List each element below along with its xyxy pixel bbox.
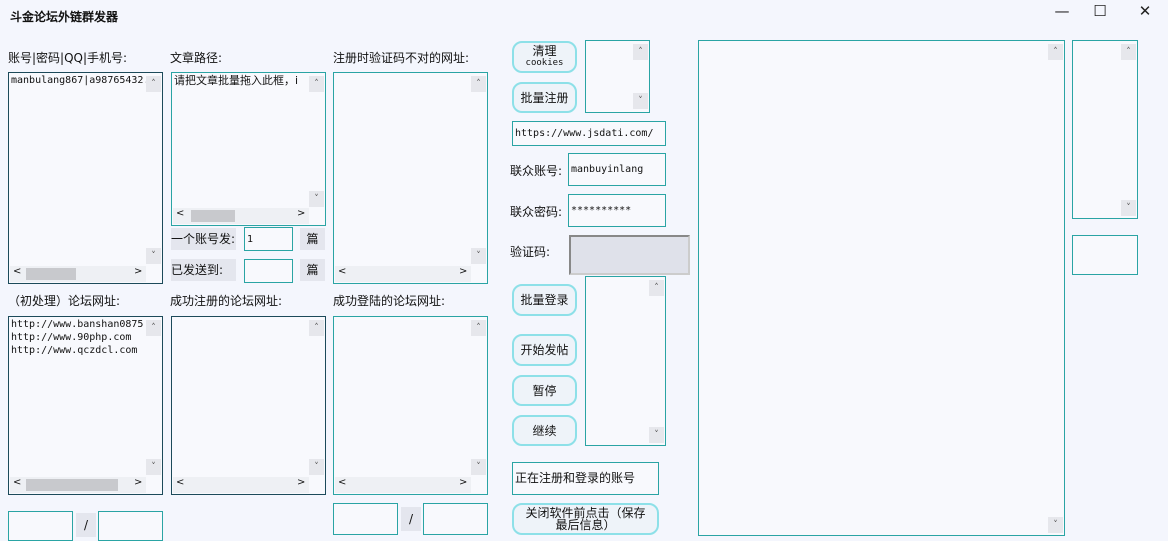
accounts-textarea[interactable]: manbulang867|a98765432. ˄ ˅ <>	[8, 72, 163, 284]
article-path-label: 文章路径:	[170, 51, 223, 65]
scroll-right-icon[interactable]: >	[459, 477, 468, 488]
scroll-up-icon[interactable]: ˄	[471, 76, 486, 92]
scroll-down-icon[interactable]: ˅	[649, 427, 664, 443]
scroll-left-icon[interactable]: <	[176, 477, 185, 488]
horizontal-scrollbar[interactable]: <>	[173, 477, 309, 493]
slash-label: /	[76, 513, 96, 537]
forum-urls-label: （初处理）论坛网址:	[8, 294, 121, 308]
per-account-input[interactable]: 1	[244, 227, 293, 251]
lz-password-input[interactable]: **********	[568, 194, 666, 227]
logged-in-urls-label: 成功登陆的论坛网址:	[333, 294, 446, 308]
scroll-left-icon[interactable]: <	[338, 477, 347, 488]
save-before-close-button[interactable]: 关闭软件前点击（保存最后信息）	[512, 503, 659, 535]
scroll-up-icon[interactable]: ˄	[309, 320, 324, 336]
scroll-right-icon[interactable]: >	[134, 477, 143, 488]
scroll-up-icon[interactable]: ˄	[1048, 44, 1063, 60]
scroll-left-icon[interactable]: <	[13, 266, 22, 277]
scroll-up-icon[interactable]: ˄	[146, 320, 161, 336]
sent-to-input[interactable]	[244, 259, 293, 283]
status-label: 正在注册和登录的账号	[512, 462, 659, 495]
count-input-right[interactable]	[98, 511, 163, 541]
sent-to-label: 已发送到:	[171, 259, 236, 281]
scroll-down-icon[interactable]: ˅	[1121, 200, 1136, 216]
scroll-up-icon[interactable]: ˄	[1121, 44, 1136, 60]
count-input-left-2[interactable]	[333, 503, 398, 535]
pause-button[interactable]: 暂停	[512, 375, 577, 406]
lz-password-label: 联众密码:	[510, 205, 563, 219]
right-listbox[interactable]: ˄ ˅	[1072, 40, 1138, 219]
scroll-right-icon[interactable]: >	[297, 477, 306, 488]
captcha-service-url-input[interactable]: https://www.jsdati.com/	[512, 121, 666, 146]
logged-in-urls-textarea[interactable]: ˄ ˅ <>	[333, 316, 488, 495]
scroll-down-icon[interactable]: ˅	[309, 191, 324, 207]
close-button[interactable]: ✕	[1138, 2, 1152, 20]
horizontal-scrollbar[interactable]: <>	[10, 266, 146, 282]
article-path-text: 请把文章批量拖入此框，i	[174, 74, 299, 87]
resume-button[interactable]: 继续	[512, 415, 577, 446]
scroll-down-icon[interactable]: ˅	[309, 459, 324, 475]
scroll-down-icon[interactable]: ˅	[1048, 517, 1063, 533]
bad-captcha-label: 注册时验证码不对的网址:	[333, 51, 470, 65]
scroll-up-icon[interactable]: ˄	[309, 76, 324, 92]
minimize-button[interactable]: —	[1054, 2, 1070, 20]
scroll-down-icon[interactable]: ˅	[633, 93, 648, 109]
registered-urls-textarea[interactable]: ˄ ˅ <>	[171, 316, 326, 495]
window-title: 斗金论坛外链群发器	[10, 10, 119, 24]
bad-captcha-textarea[interactable]: ˄ ˅ <>	[333, 72, 488, 284]
scroll-thumb[interactable]	[26, 479, 118, 491]
clear-label: 清理	[532, 44, 557, 58]
scroll-thumb[interactable]	[191, 210, 235, 222]
scroll-up-icon[interactable]: ˄	[633, 44, 648, 60]
registered-urls-label: 成功注册的论坛网址:	[170, 294, 283, 308]
lz-account-input[interactable]: manbuyinlang	[568, 153, 666, 186]
captcha-label: 验证码:	[510, 245, 551, 259]
horizontal-scrollbar[interactable]: <>	[10, 477, 146, 493]
cookies-label: cookies	[525, 58, 564, 68]
scroll-right-icon[interactable]: >	[134, 266, 143, 277]
count-input-right-2[interactable]	[423, 503, 488, 535]
horizontal-scrollbar[interactable]: <>	[335, 266, 471, 282]
start-post-button[interactable]: 开始发帖	[512, 334, 577, 366]
per-account-label: 一个账号发:	[171, 228, 236, 250]
scroll-left-icon[interactable]: <	[176, 208, 185, 219]
unit-label: 篇	[300, 228, 325, 250]
scroll-thumb[interactable]	[26, 268, 76, 280]
horizontal-scrollbar[interactable]: <>	[173, 208, 309, 224]
small-listbox[interactable]: ˄ ˅	[585, 40, 650, 113]
accounts-label: 账号|密码|QQ|手机号:	[8, 51, 128, 65]
lz-account-label: 联众账号:	[510, 164, 563, 178]
batch-login-button[interactable]: 批量登录	[512, 284, 577, 316]
login-listbox[interactable]: ˄ ˅	[585, 276, 666, 446]
horizontal-scrollbar[interactable]: <>	[335, 477, 471, 493]
scroll-left-icon[interactable]: <	[338, 266, 347, 277]
log-textarea[interactable]: ˄ ˅	[698, 40, 1065, 536]
forum-urls-text: http://www.banshan0875 http://www.90php.…	[11, 319, 144, 356]
scroll-down-icon[interactable]: ˅	[471, 459, 486, 475]
scroll-left-icon[interactable]: <	[13, 477, 22, 488]
accounts-text: manbulang867|a98765432.	[11, 75, 150, 86]
scroll-up-icon[interactable]: ˄	[649, 280, 664, 296]
slash-label: /	[401, 507, 421, 531]
scroll-down-icon[interactable]: ˅	[471, 248, 486, 264]
scroll-right-icon[interactable]: >	[459, 266, 468, 277]
article-path-textarea[interactable]: 请把文章批量拖入此框，i ˄ ˅ <>	[171, 72, 326, 226]
unit-label: 篇	[300, 259, 325, 281]
scroll-right-icon[interactable]: >	[297, 208, 306, 219]
scroll-down-icon[interactable]: ˅	[146, 248, 161, 264]
scroll-down-icon[interactable]: ˅	[146, 459, 161, 475]
scroll-up-icon[interactable]: ˄	[471, 320, 486, 336]
maximize-button[interactable]: ☐	[1093, 2, 1107, 20]
right-input[interactable]	[1072, 235, 1138, 275]
batch-register-button[interactable]: 批量注册	[512, 82, 577, 113]
captcha-image	[569, 235, 690, 275]
scroll-up-icon[interactable]: ˄	[146, 76, 161, 92]
forum-urls-textarea[interactable]: http://www.banshan0875 http://www.90php.…	[8, 316, 163, 495]
